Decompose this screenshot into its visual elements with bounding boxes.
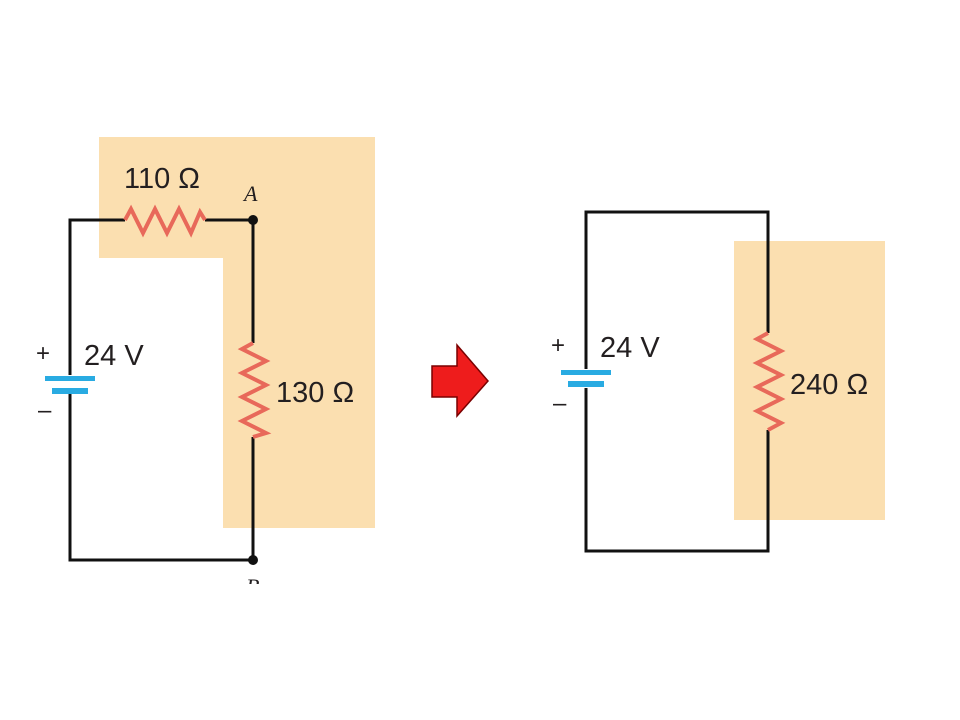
arrow-shape <box>431 342 489 418</box>
left-wire-top-left <box>68 218 125 375</box>
bottom-cover <box>200 584 320 614</box>
right-battery-voltage-label: 24 V <box>600 332 660 364</box>
left-resistor-130-symbol <box>237 341 272 439</box>
left-circuit: 110 Ω 130 Ω A B 24 V + – <box>36 137 375 599</box>
right-battery-long-plate <box>561 370 611 375</box>
left-resistor-110-symbol <box>123 204 207 238</box>
right-resistor-240-label: 240 Ω <box>790 369 868 401</box>
left-resistor-110-label: 110 Ω <box>124 163 200 195</box>
right-wire-bottom <box>584 388 770 553</box>
right-circuit: 24 V + – 240 Ω <box>551 210 885 553</box>
left-resistor-130-label: 130 Ω <box>276 377 354 409</box>
right-battery-plus-sign: + <box>551 332 565 359</box>
left-battery-plus-sign: + <box>36 340 50 367</box>
right-wire-loop <box>584 210 770 369</box>
right-highlight-region <box>734 241 885 520</box>
right-battery-minus-sign: – <box>553 390 567 417</box>
node-a-dot <box>248 215 258 225</box>
node-b-dot <box>248 555 258 565</box>
right-resistor-240-symbol <box>752 331 786 432</box>
left-highlight-region <box>99 137 375 528</box>
right-arrow-icon <box>431 342 489 418</box>
left-battery-long-plate <box>45 376 95 381</box>
left-battery-voltage-label: 24 V <box>84 340 144 372</box>
left-wire-right-lower <box>68 393 255 562</box>
node-a-label: A <box>242 181 258 206</box>
left-battery-short-plate <box>52 388 88 394</box>
left-battery-minus-sign: – <box>38 397 52 424</box>
right-battery-short-plate <box>568 381 604 387</box>
